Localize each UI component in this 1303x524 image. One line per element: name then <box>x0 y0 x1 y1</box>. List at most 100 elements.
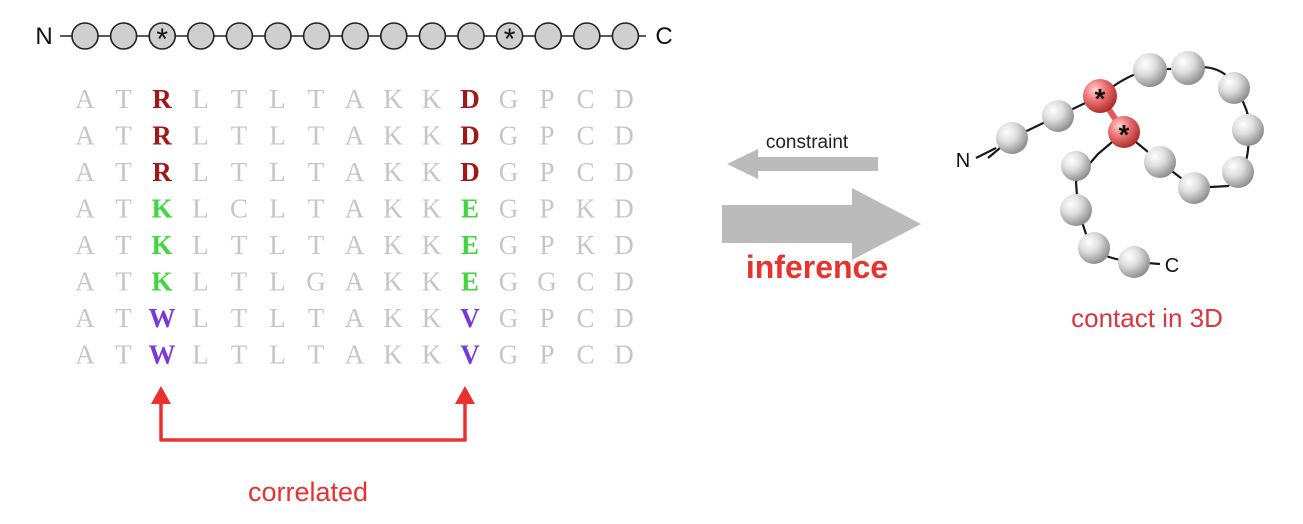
alignment-residue: L <box>192 157 209 187</box>
alignment-residue: T <box>231 84 248 114</box>
alignment-residue: K <box>576 230 596 260</box>
alignment-residue: T <box>231 230 248 260</box>
protein-structure-3d: * * N C contact in 3D <box>956 51 1264 333</box>
alignment-residue: A <box>345 84 365 114</box>
alignment-residue: A <box>75 84 95 114</box>
alignment-residue: D <box>614 303 634 333</box>
alignment-residue: L <box>192 121 209 151</box>
alignment-residue: L <box>192 84 209 114</box>
alignment-residue: T <box>231 267 248 297</box>
alignment-residue: G <box>499 194 519 224</box>
inference-arrow-group: inference <box>722 188 921 285</box>
alignment-residue: P <box>539 303 554 333</box>
alignment-residue: T <box>115 194 132 224</box>
chain-bead <box>225 22 254 50</box>
alignment-residue: K <box>576 194 596 224</box>
chain-bead <box>457 22 485 50</box>
alignment-residue: A <box>345 230 365 260</box>
structure-bead <box>1232 114 1264 146</box>
alignment-residue: C <box>576 267 594 297</box>
alignment-residue-correlated: K <box>151 194 172 224</box>
alignment-residue-correlated: K <box>151 230 172 260</box>
chain-bead <box>379 22 408 50</box>
alignment-residue: G <box>306 267 326 297</box>
structure-bead <box>1144 146 1176 178</box>
inference-arrow <box>722 188 921 260</box>
alignment-residue: A <box>345 303 365 333</box>
alignment-residue: C <box>576 303 594 333</box>
alignment-residue: K <box>422 230 442 260</box>
chain-bead <box>187 22 215 50</box>
alignment-residue: K <box>383 84 403 114</box>
chain-bead <box>611 22 640 50</box>
alignment-residue: C <box>576 340 594 370</box>
alignment-residue: T <box>308 157 325 187</box>
structure-bead <box>1178 172 1210 204</box>
alignment-residue: A <box>345 157 365 187</box>
alignment-residue: D <box>614 84 634 114</box>
alignment-residue: D <box>614 267 634 297</box>
alignment-residue: P <box>539 84 554 114</box>
alignment-residue-correlated: V <box>460 303 480 333</box>
alignment-residue: K <box>383 340 403 370</box>
alignment-residue: D <box>614 121 634 151</box>
contact-caption: contact in 3D <box>1071 303 1223 333</box>
alignment-residue: K <box>422 157 442 187</box>
alignment-residue: T <box>308 121 325 151</box>
alignment-residue-correlated: D <box>460 157 480 187</box>
alignment-residue: G <box>499 230 519 260</box>
structure-bead <box>1078 232 1110 264</box>
alignment-residue: A <box>75 340 95 370</box>
structure-bead <box>1118 246 1150 278</box>
alignment-residue: A <box>345 121 365 151</box>
inference-label: inference <box>746 249 888 285</box>
alignment-residue-correlated: D <box>460 121 480 151</box>
bracket-left-arrowhead <box>151 386 171 404</box>
alignment-residue: A <box>75 157 95 187</box>
alignment-residue: P <box>539 121 554 151</box>
alignment-residue: T <box>115 230 132 260</box>
constraint-arrow-group: constraint <box>727 132 878 179</box>
structure-bead <box>1042 100 1074 132</box>
alignment-residue: L <box>192 267 209 297</box>
alignment-residue-correlated: R <box>152 121 172 151</box>
chain-bead <box>71 22 99 50</box>
chain-bead <box>302 22 331 50</box>
alignment-residue: L <box>269 157 286 187</box>
structure-backbone <box>987 65 1251 266</box>
structure-star: * <box>1119 119 1130 150</box>
chain-c-label: C <box>655 23 672 50</box>
alignment-residue: K <box>383 303 403 333</box>
alignment-residue: T <box>115 84 132 114</box>
structure-star: * <box>1095 83 1106 114</box>
structure-bead <box>1171 51 1205 85</box>
alignment-residue: K <box>383 230 403 260</box>
structure-c-label: C <box>1165 255 1179 277</box>
structure-bead <box>1133 53 1167 87</box>
structure-bead <box>1060 194 1092 226</box>
chain-bead <box>418 22 447 50</box>
chain-star: * <box>504 23 516 56</box>
alignment-residue: L <box>269 121 286 151</box>
alignment-residue: T <box>308 303 325 333</box>
alignment-residue: T <box>115 303 132 333</box>
alignment-residue: D <box>614 230 634 260</box>
alignment-residue: T <box>115 121 132 151</box>
alignment-residue: A <box>75 230 95 260</box>
alignment-residue: K <box>383 267 403 297</box>
alignment-residue-correlated: E <box>461 194 479 224</box>
linear-chain: N ** C <box>35 22 673 56</box>
alignment-residue: P <box>539 194 554 224</box>
structure-n-label: N <box>956 150 970 172</box>
alignment-residue: K <box>422 340 442 370</box>
alignment-residue: A <box>345 194 365 224</box>
alignment-residue: P <box>539 340 554 370</box>
alignment-residue: K <box>422 303 442 333</box>
alignment-residue: A <box>75 194 95 224</box>
correlated-label: correlated <box>248 477 368 507</box>
alignment-residue: K <box>383 157 403 187</box>
alignment-residue: G <box>499 303 519 333</box>
structure-bead <box>1218 72 1250 104</box>
